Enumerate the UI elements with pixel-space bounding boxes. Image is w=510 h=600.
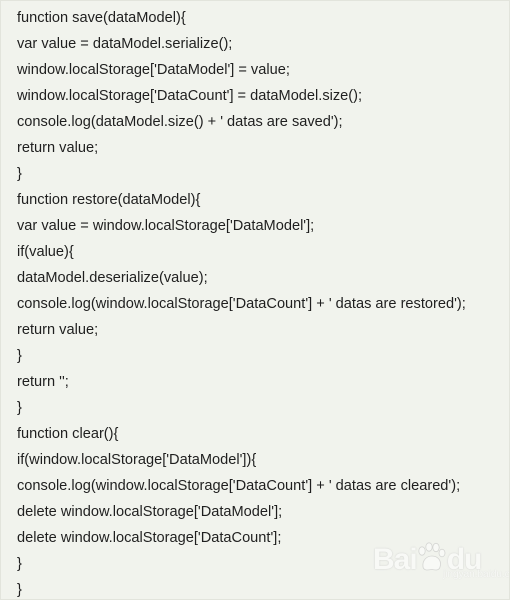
code-line-1: function save(dataModel){: [17, 10, 186, 26]
paw-icon: [418, 542, 446, 571]
code-line-15: return '';: [17, 374, 69, 390]
code-line-11: dataModel.deserialize(value);: [17, 270, 208, 286]
watermark-subtitle: jingyan.baidu.com: [443, 569, 510, 580]
code-line-16: }: [17, 400, 22, 416]
code-line-6: return value;: [17, 140, 99, 156]
code-line-21: delete window.localStorage['DataCount'];: [17, 530, 282, 546]
code-line-23: }: [17, 582, 22, 598]
code-line-17: function clear(){: [17, 426, 119, 442]
code-line-19: console.log(window.localStorage['DataCou…: [17, 478, 461, 494]
code-line-2: var value = dataModel.serialize();: [17, 36, 233, 52]
code-line-3: window.localStorage['DataModel'] = value…: [17, 62, 290, 78]
code-line-13: return value;: [17, 322, 99, 338]
code-line-5: console.log(dataModel.size() + ' datas a…: [17, 114, 343, 130]
code-line-9: var value = window.localStorage['DataMod…: [17, 218, 315, 234]
code-line-18: if(window.localStorage['DataModel']){: [17, 452, 257, 468]
code-line-4: window.localStorage['DataCount'] = dataM…: [17, 88, 363, 104]
code-line-10: if(value){: [17, 244, 74, 260]
code-line-20: delete window.localStorage['DataModel'];: [17, 504, 283, 520]
code-line-7: }: [17, 166, 22, 182]
code-line-8: function restore(dataModel){: [17, 192, 201, 208]
code-line-14: }: [17, 348, 22, 364]
code-line-12: console.log(window.localStorage['DataCou…: [17, 296, 466, 312]
code-line-22: }: [17, 556, 22, 572]
